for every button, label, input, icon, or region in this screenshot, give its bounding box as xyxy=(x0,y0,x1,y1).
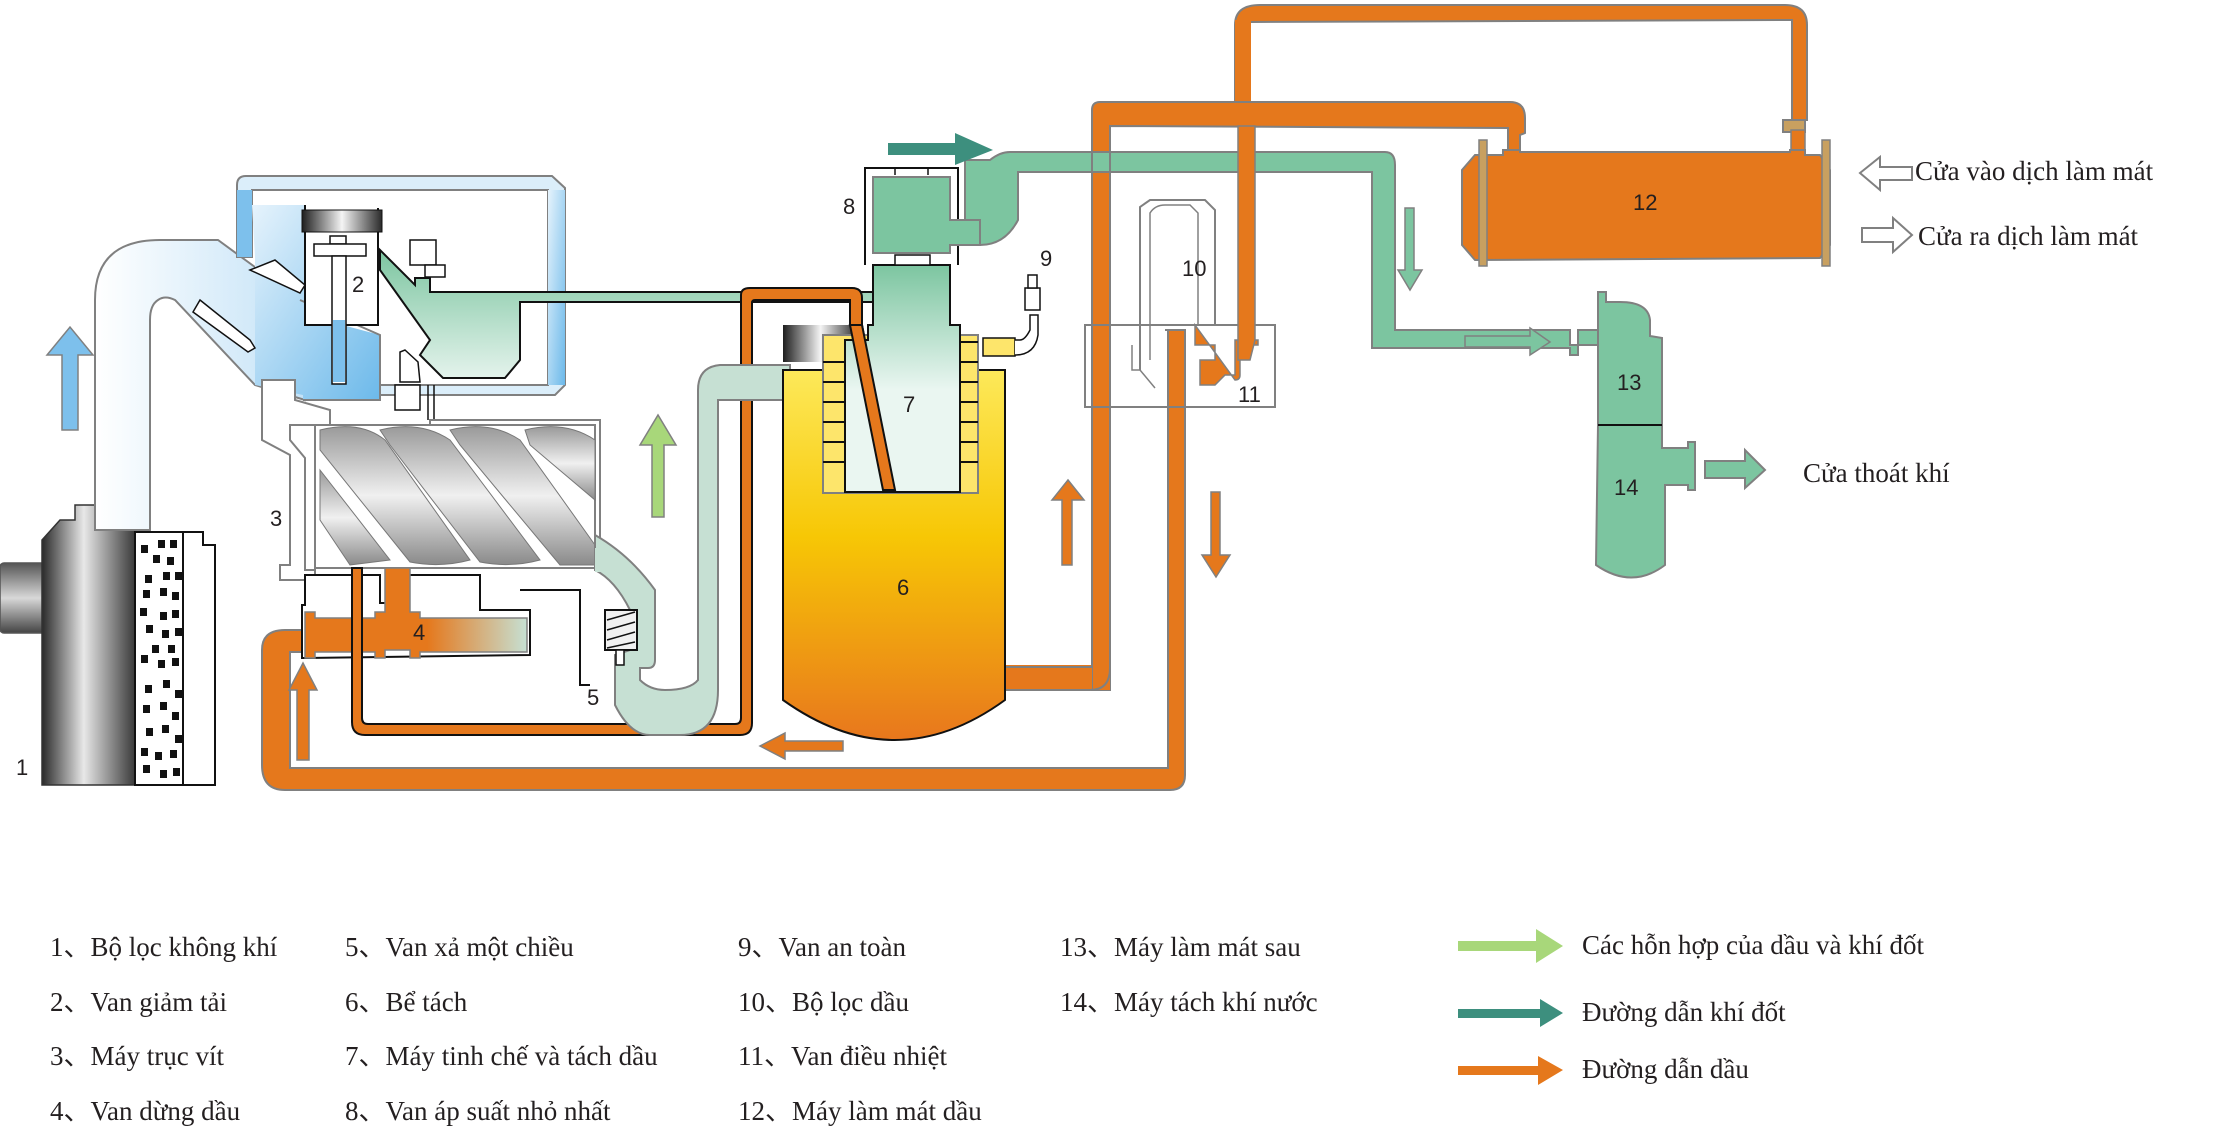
component-number-7: 7 xyxy=(903,392,915,417)
legend-number: 2、 xyxy=(50,987,91,1017)
legend-item: 12、Máy làm mát dầu xyxy=(738,1089,982,1128)
water-separator: 14 xyxy=(1594,424,1696,579)
legend-label: Van dừng dầu xyxy=(90,1096,241,1126)
air-flow-up-arrow-icon xyxy=(45,325,95,431)
mix-pipe xyxy=(594,364,791,736)
legend-label: Van an toàn xyxy=(778,932,906,962)
min-pressure-valve: 8 xyxy=(843,167,981,266)
oil-stop-valve: 4 xyxy=(301,567,531,659)
mix-flow-key-label: Các hỗn hợp của dầu và khí đốt xyxy=(1582,930,1924,960)
gas-flow-key-arrow-icon xyxy=(1458,999,1563,1027)
component-number-11: 11 xyxy=(1238,382,1261,407)
oil-filter: 10 xyxy=(1139,199,1216,370)
legend-number: 3、 xyxy=(50,1041,91,1071)
legend-item: 1、Bộ lọc không khí xyxy=(50,925,277,964)
legend-number: 11、 xyxy=(738,1041,791,1071)
legend-number: 14、 xyxy=(1060,987,1114,1017)
legend-label: Van điều nhiệt xyxy=(791,1041,947,1071)
legend-label: Van áp suất nhỏ nhất xyxy=(385,1096,611,1126)
component-number-13: 13 xyxy=(1617,370,1641,395)
legend-number: 7、 xyxy=(345,1041,386,1071)
legend-number: 1、 xyxy=(50,932,91,962)
oil-pipe-bottom-loop xyxy=(261,329,1186,791)
gas-flow-key-label: Đường dẫn khí đốt xyxy=(1582,997,1786,1027)
legend-label: Van giảm tải xyxy=(90,987,227,1017)
gas-flow-right-arrow-icon xyxy=(888,133,993,165)
gas-flow-down-arrow-icon xyxy=(1396,207,1424,292)
legend-label: Máy làm mát dầu xyxy=(792,1096,982,1126)
gas-flow-right-arrow-icon-2 xyxy=(1464,326,1552,357)
mix-flow-key-arrow-icon xyxy=(1458,929,1563,963)
coolant-outlet-label: Cửa ra dịch làm mát xyxy=(1918,221,2139,251)
component-number-10: 10 xyxy=(1182,256,1206,281)
legend-number: 10、 xyxy=(738,987,792,1017)
legend-item: 8、Van áp suất nhỏ nhất xyxy=(345,1089,610,1128)
oil-pipe-tank-out xyxy=(1005,110,1111,691)
component-number-2: 2 xyxy=(352,272,364,297)
component-legend: 1、Bộ lọc không khí 2、Van giảm tải 3、Máy … xyxy=(0,900,2213,1126)
compressor-flow-diagram: 11 10 1 xyxy=(0,4,2154,791)
coolant-outlet-arrow-icon xyxy=(1861,215,1914,255)
legend-label: Bể tách xyxy=(385,987,468,1017)
legend-item: 4、Van dừng dầu xyxy=(50,1089,240,1128)
component-number-5: 5 xyxy=(587,685,599,710)
legend-label: Máy tinh chế và tách dầu xyxy=(385,1041,658,1071)
legend-item: 9、Van an toàn xyxy=(738,925,906,964)
unloading-gas-chamber xyxy=(379,239,921,420)
legend-item: 14、Máy tách khí nước xyxy=(1060,980,1318,1019)
oil-flow-left-arrow-icon xyxy=(758,731,844,761)
oil-flow-down-arrow-icon xyxy=(1200,491,1232,579)
component-number-8: 8 xyxy=(843,194,855,219)
legend-item: 2、Van giảm tải xyxy=(50,980,227,1019)
legend-label: Máy trục vít xyxy=(90,1041,224,1071)
legend-number: 12、 xyxy=(738,1096,792,1126)
mix-flow-up-arrow-icon xyxy=(638,413,678,518)
legend-item: 5、Van xả một chiều xyxy=(345,925,574,964)
unloading-valve: 2 xyxy=(192,175,566,401)
oil-pipe-cooler-return xyxy=(1234,4,1808,153)
legend-item: 6、Bể tách xyxy=(345,980,467,1019)
legend-label: Bộ lọc dầu xyxy=(792,987,909,1017)
legend-label: Bộ lọc không khí xyxy=(90,932,278,962)
legend-number: 5、 xyxy=(345,932,386,962)
check-valve: 5 xyxy=(520,589,638,710)
thermostatic-valve: 11 xyxy=(1084,125,1276,408)
oil-flow-up-arrow-icon xyxy=(1050,478,1086,566)
legend-number: 6、 xyxy=(345,987,386,1017)
component-number-14: 14 xyxy=(1614,475,1638,500)
component-number-3: 3 xyxy=(270,506,282,531)
legend-item: 3、Máy trục vít xyxy=(50,1034,224,1073)
legend-number: 4、 xyxy=(50,1096,91,1126)
component-number-9: 9 xyxy=(1040,246,1052,271)
oil-pipe-tank-to-cooler xyxy=(1091,101,1526,691)
oil-flow-key-arrow-icon xyxy=(1458,1056,1563,1085)
legend-label: Máy tách khí nước xyxy=(1114,987,1318,1017)
air-filter: 1 xyxy=(0,504,216,786)
oil-cooler: 12 xyxy=(1461,139,1831,267)
legend-number: 9、 xyxy=(738,932,779,962)
legend-label: Van xả một chiều xyxy=(385,932,574,962)
component-number-12: 12 xyxy=(1633,190,1657,215)
legend-number: 13、 xyxy=(1060,932,1114,962)
legend-label: Máy làm mát sau xyxy=(1114,932,1301,962)
coolant-inlet-label: Cửa vào dịch làm mát xyxy=(1915,156,2154,186)
legend-item: 11、Van điều nhiệt xyxy=(738,1034,947,1073)
oil-flow-up-arrow-icon-2 xyxy=(287,661,319,761)
screw-compressor: 3 xyxy=(261,379,601,581)
oil-flow-key-label: Đường dẫn dầu xyxy=(1582,1054,1749,1084)
component-number-6: 6 xyxy=(897,575,909,600)
component-number-4: 4 xyxy=(413,620,425,645)
component-number-1: 1 xyxy=(16,755,28,780)
air-outlet-label: Cửa thoát khí xyxy=(1803,458,1950,488)
legend-number: 8、 xyxy=(345,1096,386,1126)
safety-valve: 9 xyxy=(982,246,1052,357)
oil-separator-element: 7 xyxy=(822,264,979,494)
legend-item: 10、Bộ lọc dầu xyxy=(738,980,909,1019)
legend-item: 7、Máy tinh chế và tách dầu xyxy=(345,1034,658,1073)
coolant-inlet-arrow-icon xyxy=(1858,154,1913,193)
screw-rotor xyxy=(319,426,596,566)
after-cooler: 13 xyxy=(1597,291,1663,426)
legend-item: 13、Máy làm mát sau xyxy=(1060,925,1301,964)
air-outlet-arrow-icon xyxy=(1704,447,1767,491)
